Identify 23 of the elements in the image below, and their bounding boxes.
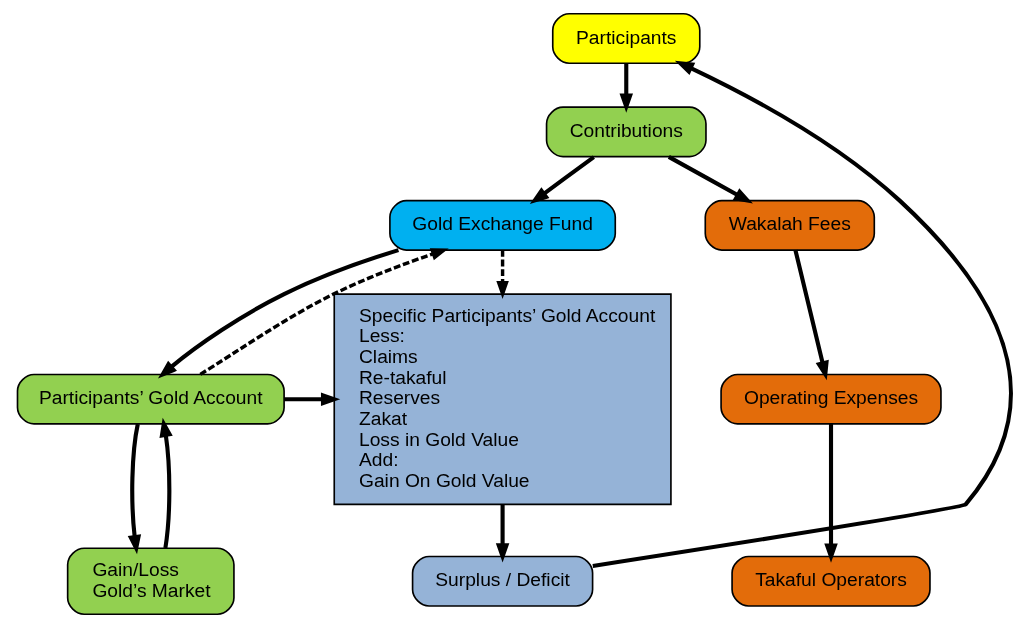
- arrow: [283, 392, 340, 406]
- arrow: [157, 248, 399, 379]
- node-box: Participants’ Gold Account: [16, 373, 285, 425]
- node-box: Contributions: [545, 106, 707, 158]
- arrow: [792, 249, 829, 381]
- node-box: Takaful Operators: [730, 555, 931, 607]
- node-box: Operating Expenses: [719, 373, 942, 425]
- arrow: [619, 63, 633, 113]
- node-box: Wakalah Fees: [703, 199, 875, 251]
- arrow: [495, 504, 509, 563]
- arrow: [127, 423, 141, 555]
- arrow: [823, 424, 838, 563]
- arrow: [158, 417, 173, 549]
- node-box: Gain/Loss Gold’s Market: [66, 547, 235, 616]
- node-box: Surplus / Deficit: [411, 555, 593, 607]
- arrow: [495, 250, 509, 299]
- node-box: Participants: [551, 12, 701, 65]
- node-box: Gold Exchange Fund: [388, 199, 616, 251]
- arrow: [592, 60, 1013, 568]
- arrow: [667, 155, 753, 204]
- arrow: [198, 248, 449, 376]
- node-box: Specific Participants’ Gold Account Less: Claims Re-takaful Reserves Zakat Loss in Gold Value Add: Gain On Gold Value: [332, 293, 672, 506]
- arrow: [529, 155, 595, 205]
